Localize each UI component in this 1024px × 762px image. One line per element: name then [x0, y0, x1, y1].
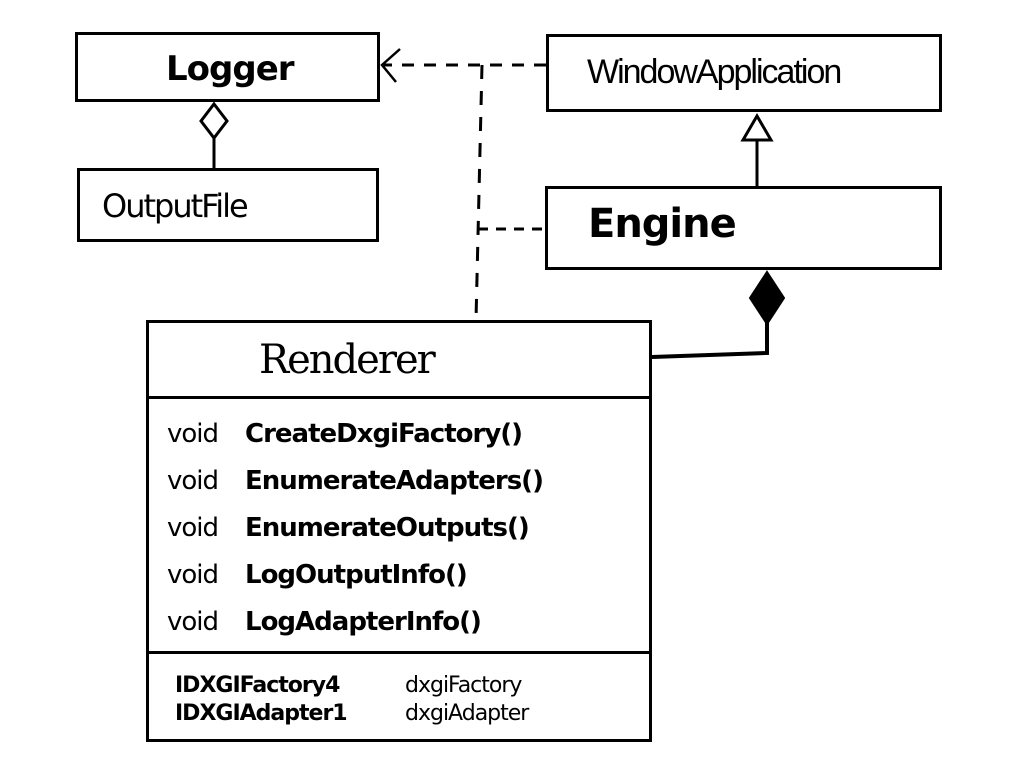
class-name: Engine	[588, 201, 737, 247]
method-name: EnumerateAdapters()	[245, 466, 544, 496]
method-item: void CreateDxgiFactory()	[167, 419, 543, 466]
dependency-line-trunk	[474, 64, 484, 321]
class-name: Logger	[166, 49, 295, 89]
return-type: void	[167, 513, 219, 543]
return-type: void	[167, 419, 219, 449]
class-logger[interactable]: Logger	[75, 32, 380, 102]
field-type: IDXGIAdapter1	[175, 701, 348, 726]
class-output-file[interactable]: OutputFile	[77, 168, 379, 242]
class-name: OutputFile	[102, 187, 249, 225]
return-type: void	[167, 466, 219, 496]
method-item: void EnumerateAdapters()	[167, 466, 544, 513]
class-name: Renderer	[259, 337, 436, 383]
field-item: IDXGIFactory4 dxgiFactory	[175, 673, 528, 701]
return-type: void	[167, 560, 219, 590]
hollow-diamond-icon	[199, 101, 229, 141]
method-name: EnumerateOutputs()	[245, 513, 530, 543]
method-name: LogOutputInfo()	[245, 560, 468, 590]
method-name: LogAdapterInfo()	[245, 607, 482, 637]
field-list: IDXGIFactory4 dxgiFactory IDXGIAdapter1 dx…	[175, 673, 529, 729]
class-header: Renderer	[149, 323, 649, 399]
field-name: dxgiAdapter	[405, 701, 529, 726]
method-item: void LogOutputInfo()	[167, 560, 543, 607]
field-type: IDXGIFactory4	[175, 673, 340, 698]
open-arrow-icon	[380, 48, 401, 83]
return-type: void	[167, 607, 219, 637]
composition-line	[651, 322, 769, 359]
field-item: IDXGIAdapter1 dxgiAdapter	[175, 701, 529, 729]
method-item: void LogAdapterInfo()	[167, 607, 543, 654]
class-window-application[interactable]: WindowApplication	[546, 34, 942, 112]
field-name: dxgiFactory	[405, 673, 522, 698]
section-divider	[149, 651, 649, 654]
class-engine[interactable]: Engine	[545, 186, 942, 270]
class-name: WindowApplication	[587, 53, 842, 91]
hollow-triangle-icon	[740, 113, 774, 142]
method-name: CreateDxgiFactory()	[245, 419, 523, 449]
filled-diamond-icon	[748, 270, 786, 326]
method-item: void EnumerateOutputs()	[167, 513, 543, 560]
